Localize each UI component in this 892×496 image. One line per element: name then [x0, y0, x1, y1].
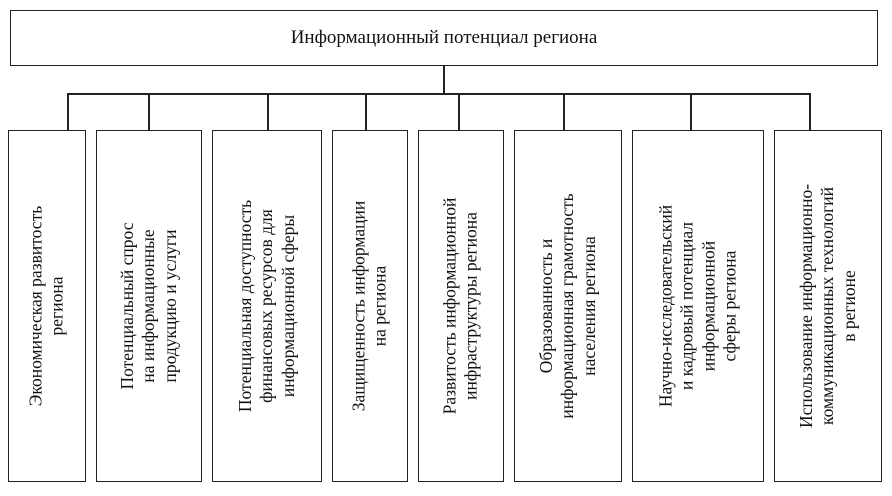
child-node-education: Образованность и информационная грамотно… [514, 130, 622, 482]
child-node-demand: Потенциальный спрос на информационные пр… [96, 130, 202, 482]
child-node-ict: Использование информационно- коммуникаци… [774, 130, 882, 482]
drop-connector [563, 93, 565, 130]
child-node-security: Защищенность информации на регионa [332, 130, 408, 482]
bus-connector [67, 93, 809, 95]
child-node-label: Научно-исследовательский и кадровый поте… [655, 204, 740, 408]
child-node-label: Защищенность информации на регионa [348, 200, 390, 412]
drop-connector [67, 93, 69, 130]
child-node-infrastructure: Развитость информационной инфраструктуры… [418, 130, 504, 482]
child-node-label: Потенциальный спрос на информационные пр… [116, 222, 180, 390]
child-node-label: Использование информационно- коммуникаци… [795, 183, 859, 429]
root-node-label: Информационный потенциал региона [290, 27, 598, 48]
child-node-label: Образованность и информационная грамотно… [535, 193, 599, 419]
child-node-label: Развитость информационной инфраструктуры… [439, 197, 481, 415]
drop-connector [809, 93, 811, 130]
drop-connector [458, 93, 460, 130]
child-node-label: Экономическая развитость региона [25, 205, 67, 407]
root-node: Информационный потенциал региона [10, 10, 878, 66]
child-node-research: Научно-исследовательский и кадровый поте… [632, 130, 764, 482]
drop-connector [267, 93, 269, 130]
drop-connector [690, 93, 692, 130]
drop-connector [365, 93, 367, 130]
child-node-financing: Потенциальная доступность финансовых рес… [212, 130, 322, 482]
child-node-economic: Экономическая развитость региона [8, 130, 86, 482]
child-node-label: Потенциальная доступность финансовых рес… [234, 199, 298, 413]
drop-connector [148, 93, 150, 130]
trunk-connector [443, 66, 445, 94]
